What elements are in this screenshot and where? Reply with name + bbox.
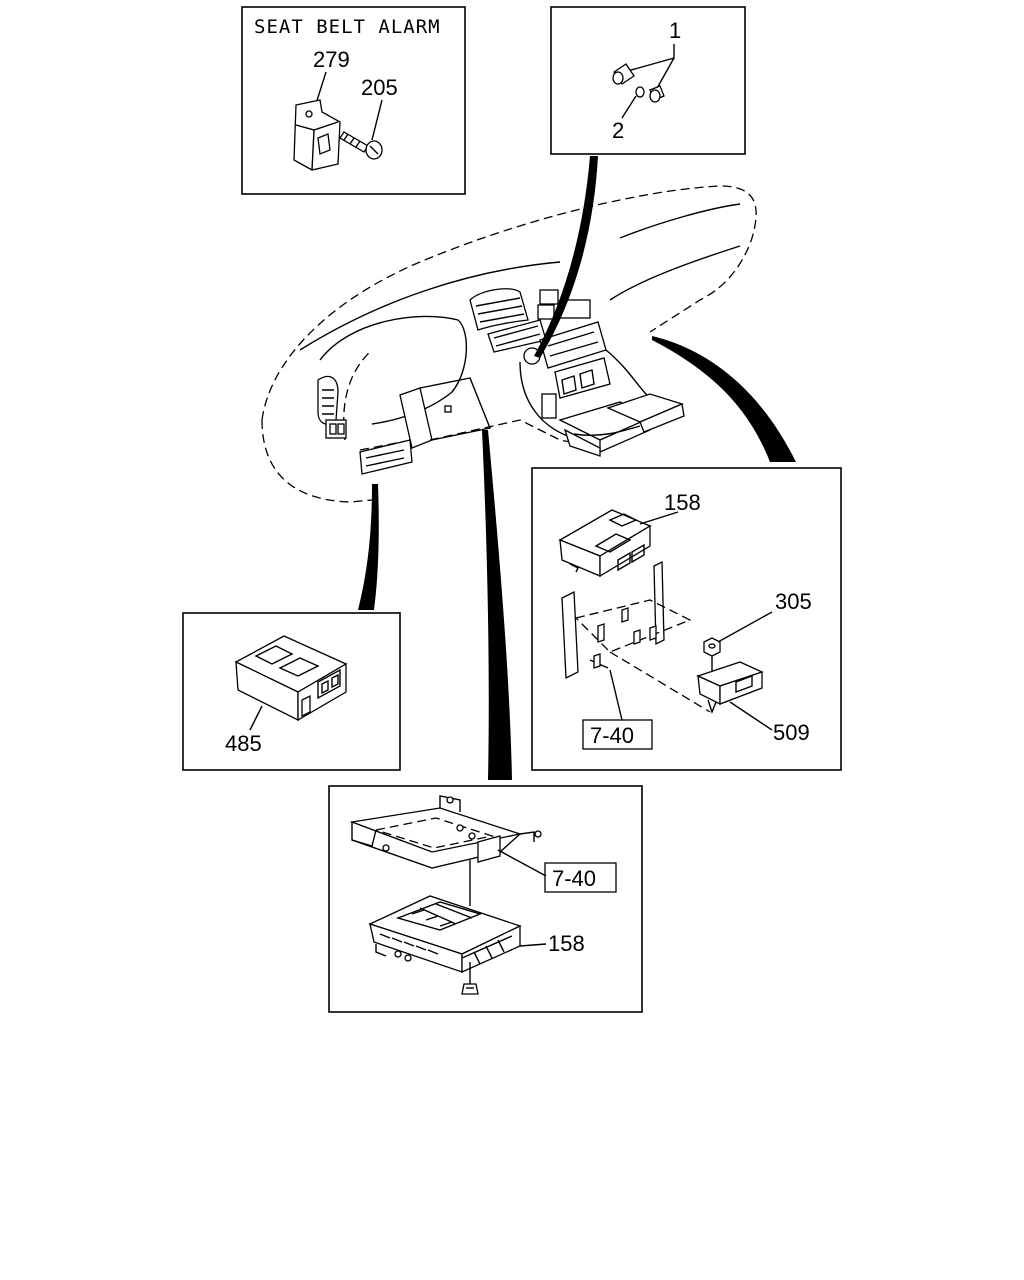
- mounting-bracket-right: [561, 560, 711, 713]
- label-305: 305: [775, 589, 812, 614]
- bulb-socket-1: [612, 63, 635, 85]
- ref-7-40-bottom: 7-40: [552, 866, 596, 891]
- washer-2: [635, 86, 645, 98]
- control-module-158-right: [558, 509, 652, 578]
- control-module-158-bottom: [368, 895, 522, 974]
- nut-305: [703, 637, 721, 657]
- label-158-bottom: 158: [548, 931, 585, 956]
- module-485: [234, 635, 348, 722]
- label-279: 279: [313, 47, 350, 72]
- box-right-modules: 158 305 509 7-40: [531, 467, 842, 771]
- label-205: 205: [361, 75, 398, 100]
- box-bulb-socket: 1 2: [550, 6, 746, 155]
- box-seat-belt-alarm: SEAT BELT ALARM 279 205: [241, 6, 466, 195]
- ref-7-40-right: 7-40: [590, 723, 634, 748]
- label-158-right: 158: [664, 490, 701, 515]
- callout-leaders: [358, 156, 796, 780]
- dashboard-illustration: [261, 185, 757, 503]
- label-509: 509: [773, 720, 810, 745]
- box-left-module: 485: [182, 612, 401, 771]
- seat-belt-alarm-relay: [293, 99, 341, 171]
- leader-left: [358, 484, 379, 610]
- ref-box-7-40-right: [582, 719, 653, 750]
- leader-right: [652, 336, 796, 462]
- mounting-bracket-bottom: [349, 795, 542, 869]
- bulb-1: [649, 85, 665, 103]
- leader-top-right: [534, 156, 598, 358]
- leader-bottom: [482, 430, 512, 780]
- label-2: 2: [612, 118, 624, 143]
- screw-205: [339, 131, 383, 160]
- module-509: [696, 661, 764, 715]
- ref-box-7-40-bottom: [544, 862, 617, 893]
- label-485: 485: [225, 731, 262, 756]
- label-1: 1: [669, 18, 681, 43]
- mounting-bolt: [461, 860, 479, 995]
- box-bottom-module: 158 7-40: [328, 785, 643, 1013]
- seat-belt-alarm-title: SEAT BELT ALARM: [254, 16, 441, 38]
